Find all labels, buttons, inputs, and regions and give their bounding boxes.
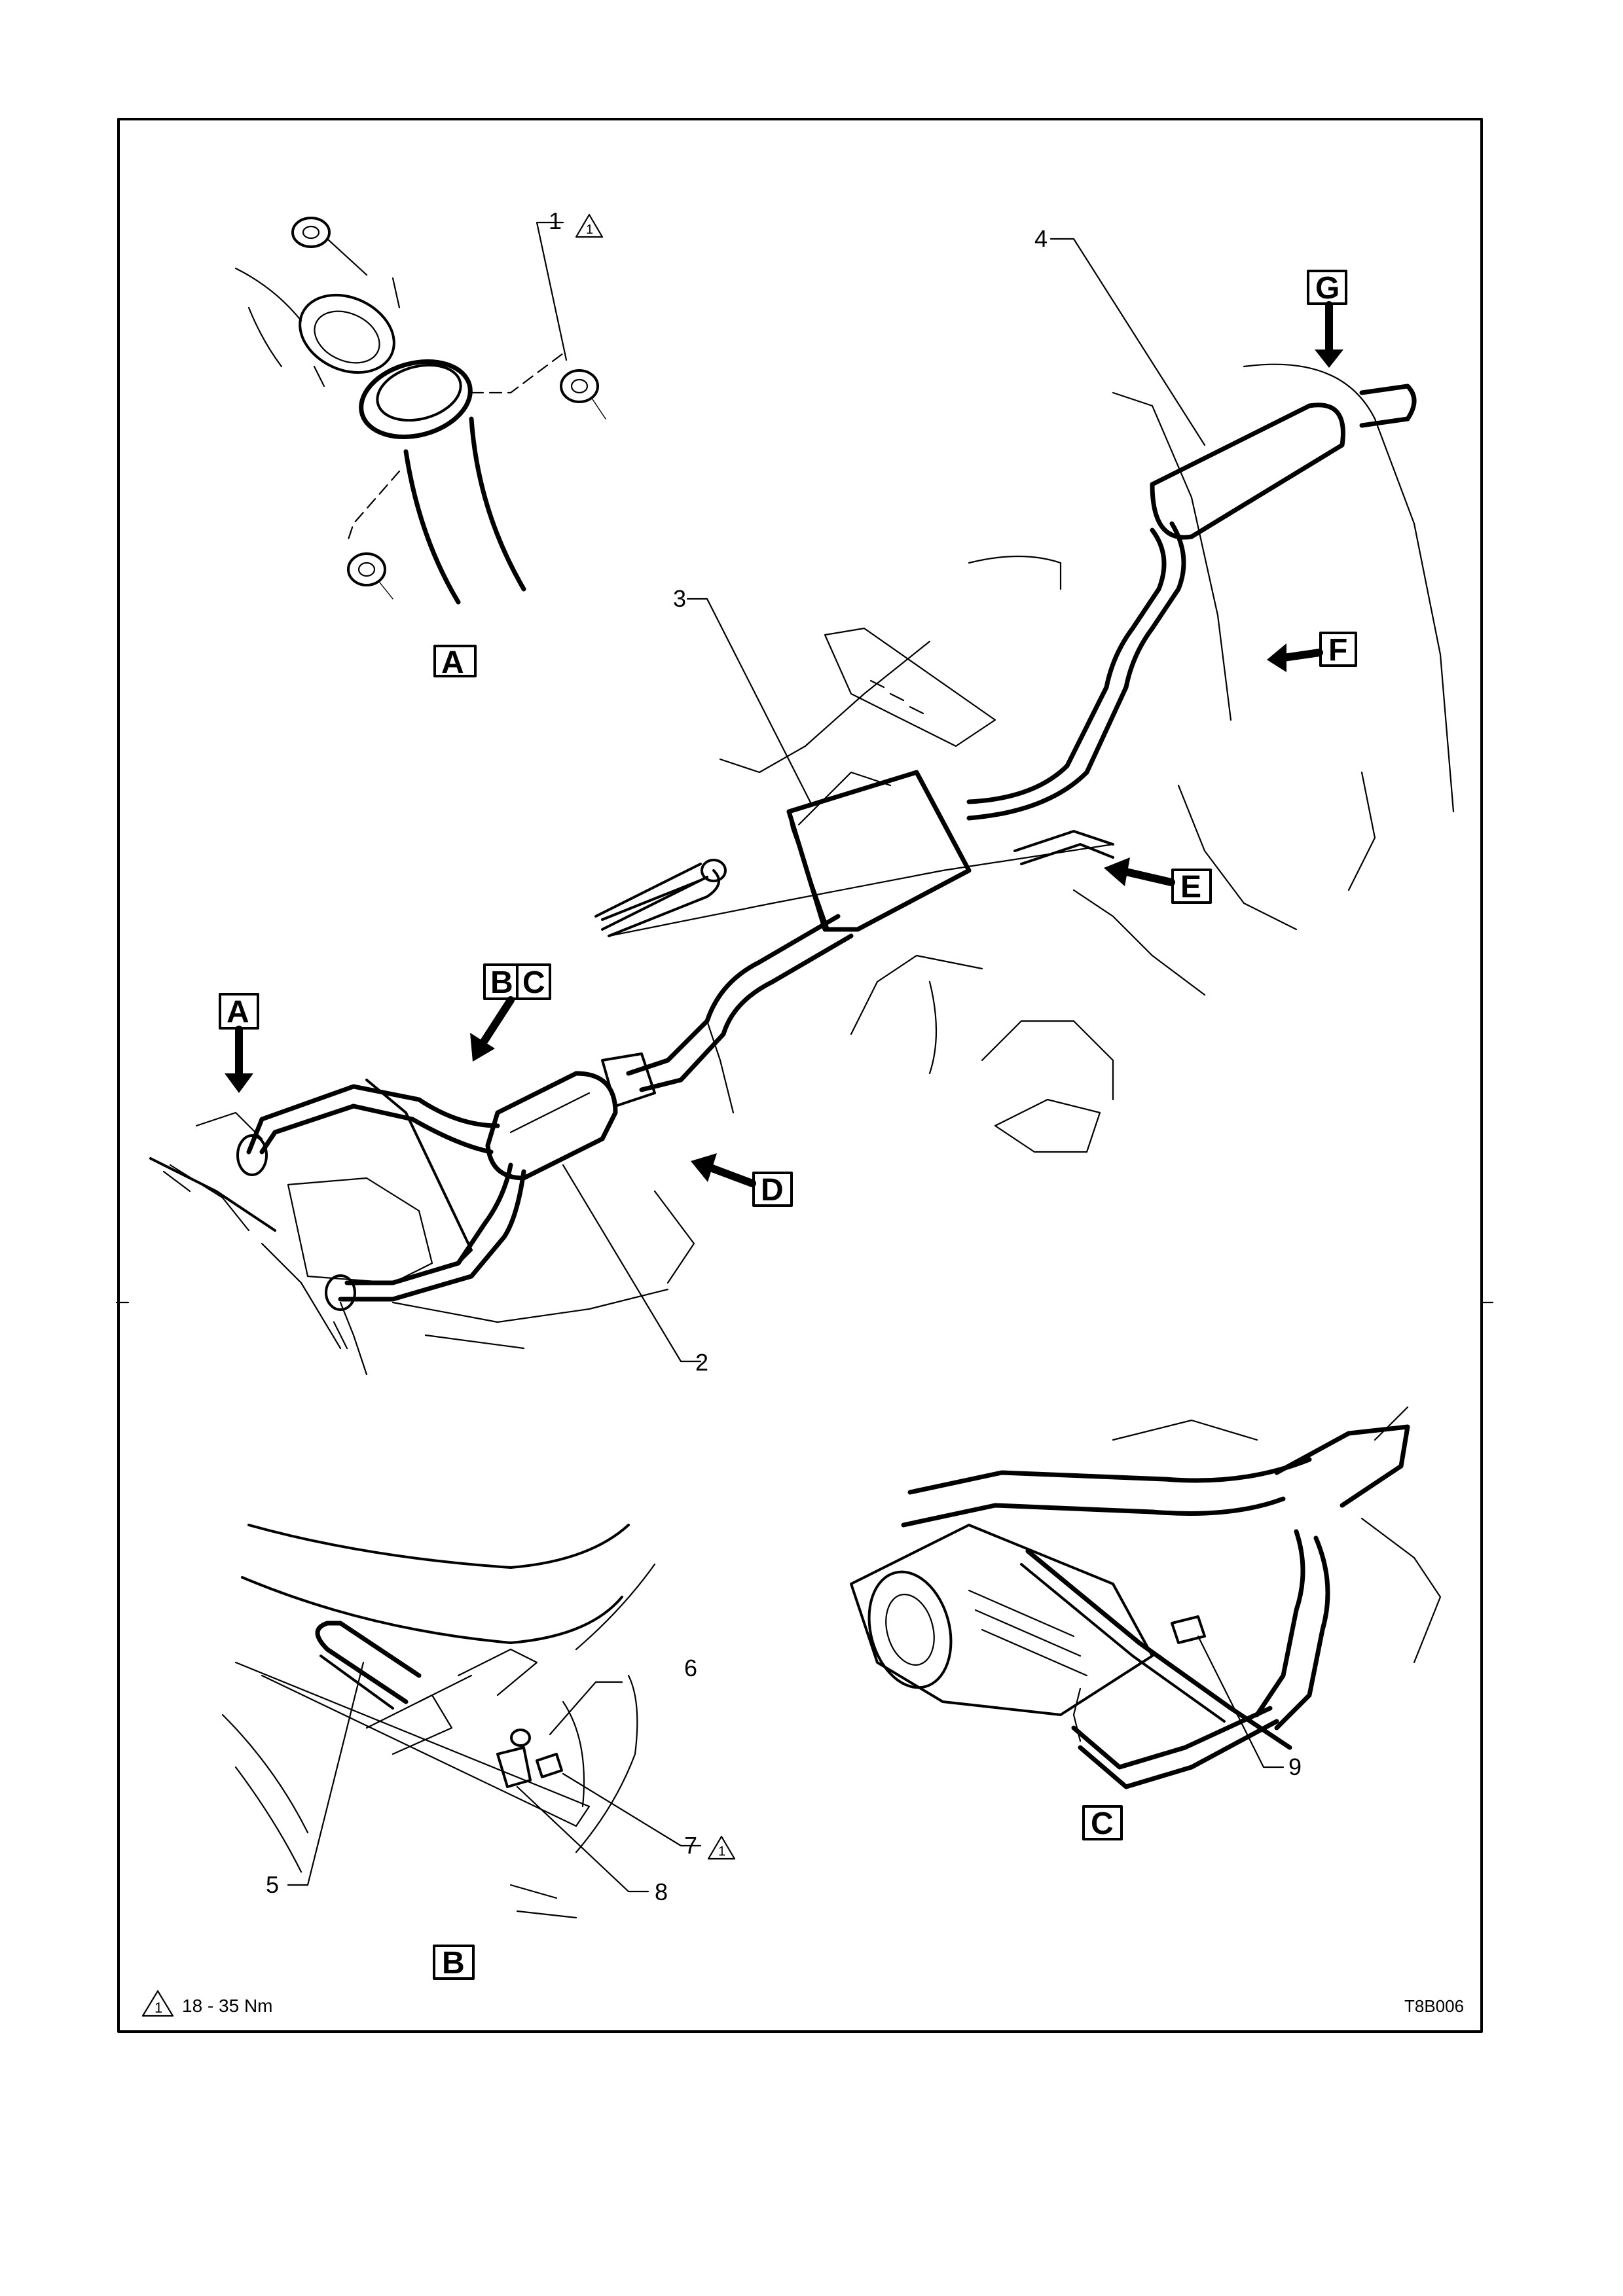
view-arrow-g: G [1308,271,1346,368]
callout-8: 8 [655,1878,668,1905]
detail-b-illustration [223,1525,655,1918]
view-arrow-e: E [1104,857,1211,905]
view-arrow-a: A [220,994,258,1093]
arrow-d-label: D [761,1173,784,1208]
callout-7: 7 [684,1832,697,1859]
torque-ref-7: 1 [718,1844,725,1859]
detail-a-illustration [236,218,606,602]
view-arrow-f: F [1267,633,1356,672]
detail-b-label: B [442,1946,465,1981]
drawing-frame [119,119,1482,2032]
arrow-g-label: G [1315,271,1340,306]
detail-c-illustration [851,1407,1440,1787]
arrow-f-label: F [1328,633,1347,668]
callout-1: 1 [549,207,562,234]
legend-torque-symbol: 1 [155,2000,162,2016]
arrow-a-label: A [227,995,249,1030]
view-arrow-d: D [691,1153,792,1208]
view-arrow-bc: B C [470,965,550,1062]
figure-code: T8B006 [1404,1996,1464,2016]
torque-ref-1: 1 [586,223,593,237]
callout-3: 3 [673,585,686,612]
callout-4: 4 [1034,225,1048,252]
callout-9: 9 [1288,1753,1302,1780]
arrow-e-label: E [1180,870,1201,905]
arrow-c-label: C [522,965,545,1000]
arrow-b-label: B [490,965,513,1000]
legend-torque-text: 18 - 35 Nm [182,1996,273,2016]
detail-a-label: A [441,645,464,680]
main-exhaust-illustration [151,365,1453,1374]
detail-c-label: C [1091,1806,1114,1841]
callout-5: 5 [266,1871,279,1898]
callout-2: 2 [695,1349,708,1376]
callout-6: 6 [684,1655,697,1681]
